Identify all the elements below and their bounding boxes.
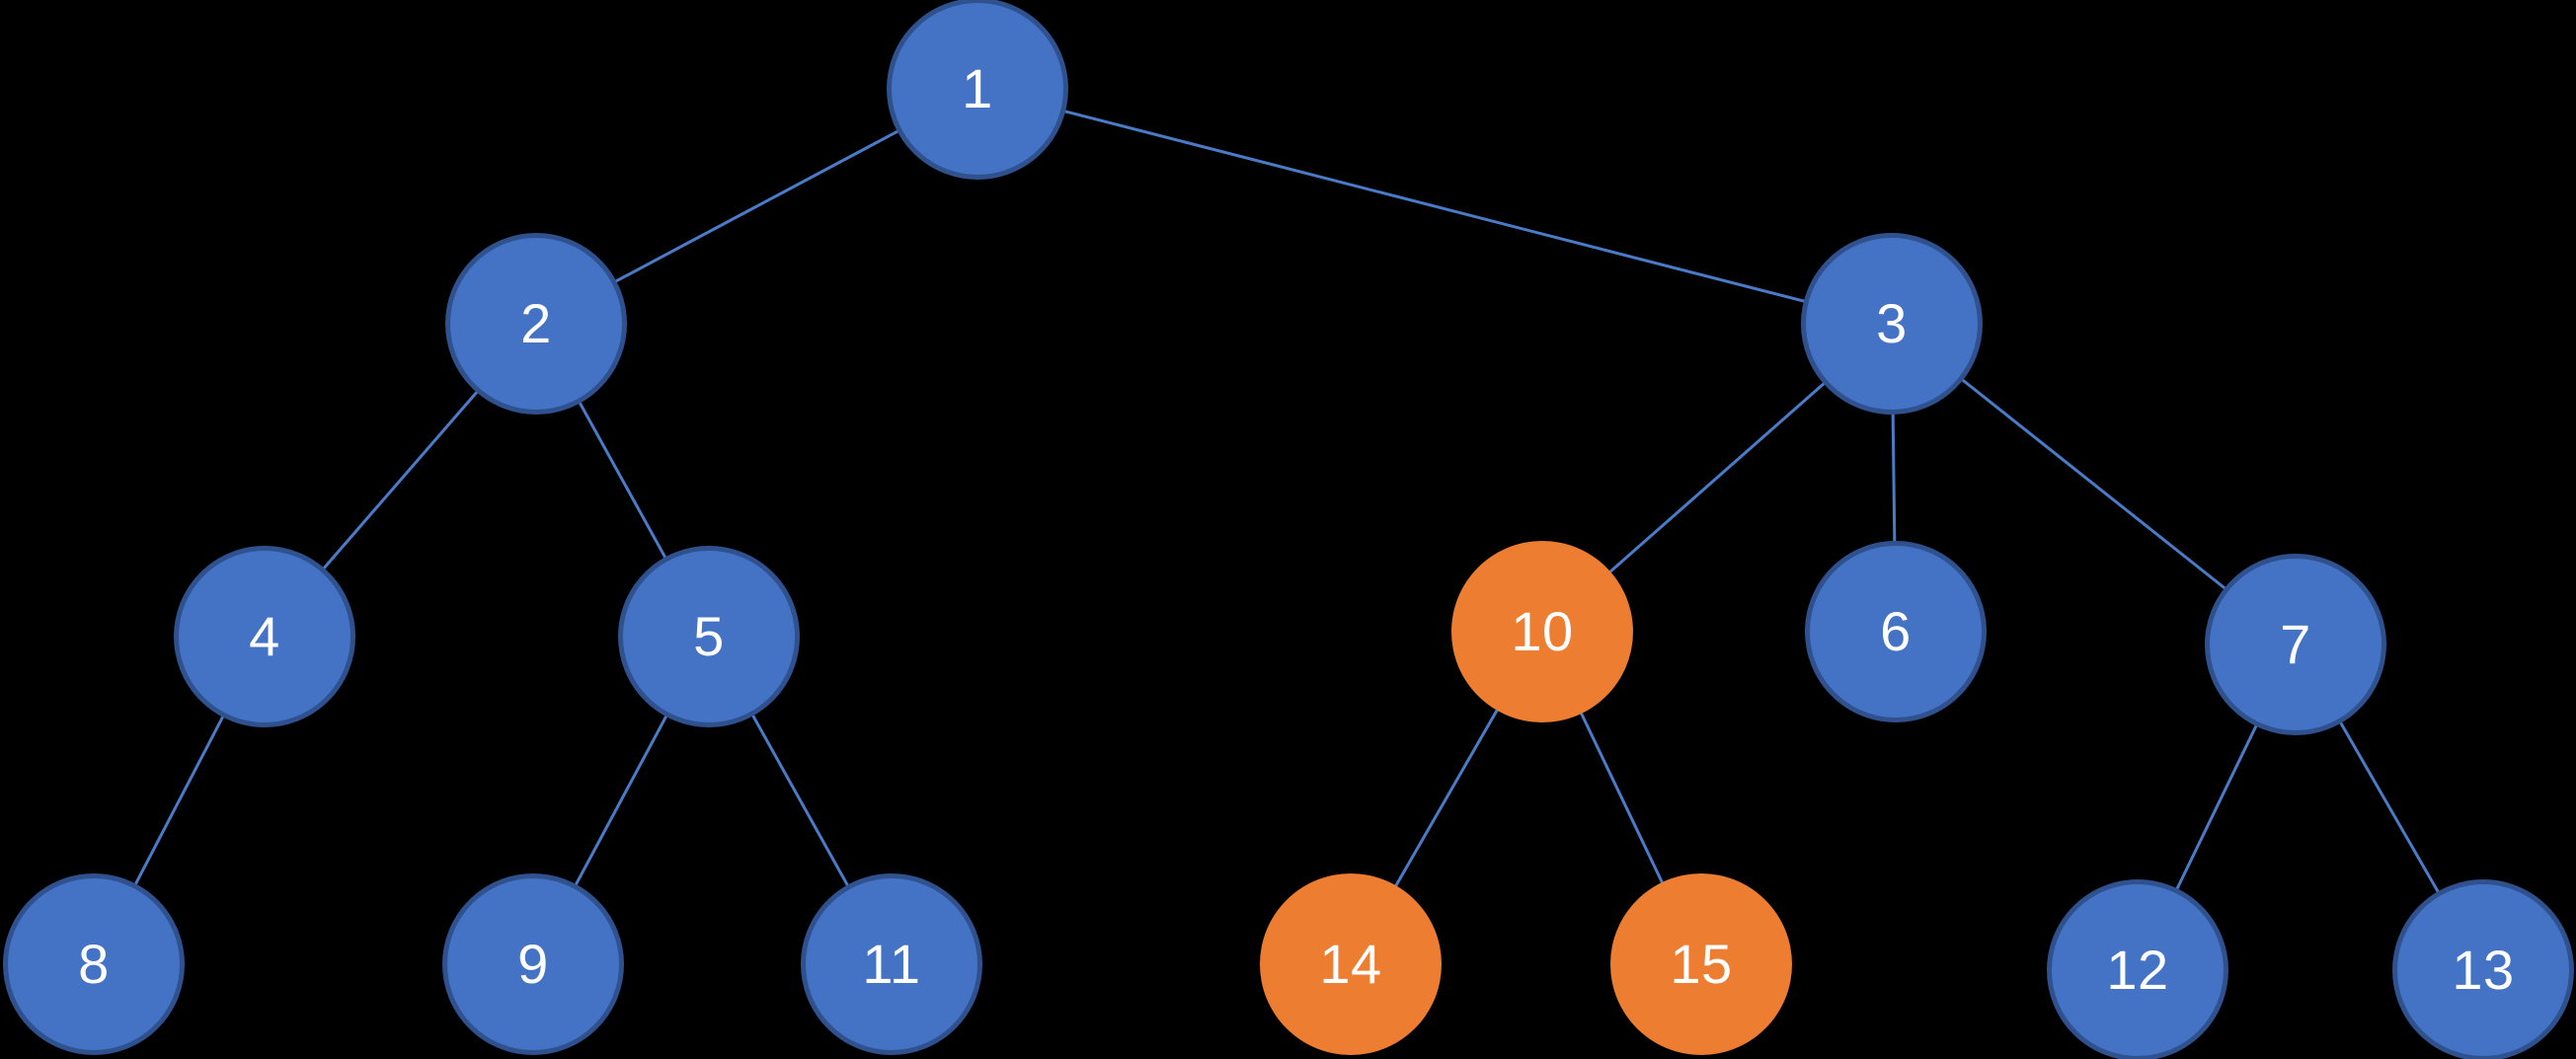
tree-node-4[interactable]: 4 — [174, 546, 355, 727]
tree-edge — [1579, 710, 1665, 886]
tree-node-label: 9 — [517, 933, 549, 995]
tree-edge — [1959, 377, 2228, 591]
tree-edge — [750, 713, 850, 888]
tree-node-label: 15 — [1670, 933, 1733, 995]
tree-node-label: 11 — [862, 933, 921, 995]
tree-node-label: 1 — [962, 57, 993, 119]
tree-node-label: 12 — [2106, 939, 2169, 1001]
tree-edge — [321, 389, 480, 571]
tree-node-3[interactable]: 3 — [1801, 233, 1983, 415]
tree-edge — [133, 714, 225, 887]
tree-node-14[interactable]: 14 — [1260, 873, 1442, 1055]
tree-node-label: 8 — [78, 933, 110, 995]
tree-edge — [612, 128, 901, 284]
tree-edge — [2338, 719, 2441, 895]
tree-node-label: 5 — [693, 605, 725, 667]
tree-node-label: 13 — [2452, 939, 2515, 1001]
tree-node-7[interactable]: 7 — [2205, 554, 2386, 735]
tree-node-label: 4 — [249, 605, 280, 667]
tree-node-13[interactable]: 13 — [2392, 879, 2574, 1059]
tree-node-8[interactable]: 8 — [3, 873, 185, 1055]
tree-edge — [577, 400, 668, 561]
tree-edge — [1061, 109, 1808, 304]
tree-node-label: 7 — [2280, 613, 2311, 675]
tree-node-11[interactable]: 11 — [801, 873, 982, 1055]
tree-node-label: 3 — [1876, 292, 1908, 354]
tree-node-label: 2 — [520, 292, 552, 354]
tree-node-10[interactable]: 10 — [1451, 541, 1633, 722]
tree-edge — [2174, 722, 2259, 892]
tree-node-6[interactable]: 6 — [1805, 541, 1987, 722]
tree-edge — [1607, 381, 1827, 574]
tree-node-label: 10 — [1511, 600, 1574, 662]
tree-node-2[interactable]: 2 — [445, 233, 627, 415]
tree-node-label: 14 — [1319, 933, 1382, 995]
tree-edge — [1891, 411, 1897, 545]
tree-node-1[interactable]: 1 — [887, 0, 1068, 180]
tree-node-9[interactable]: 9 — [442, 873, 624, 1055]
tree-node-15[interactable]: 15 — [1610, 873, 1792, 1055]
tree-node-label: 6 — [1880, 600, 1912, 662]
tree-edge — [1393, 707, 1500, 889]
tree-node-12[interactable]: 12 — [2047, 879, 2228, 1059]
tree-node-5[interactable]: 5 — [618, 546, 800, 727]
tree-edge — [574, 713, 668, 888]
